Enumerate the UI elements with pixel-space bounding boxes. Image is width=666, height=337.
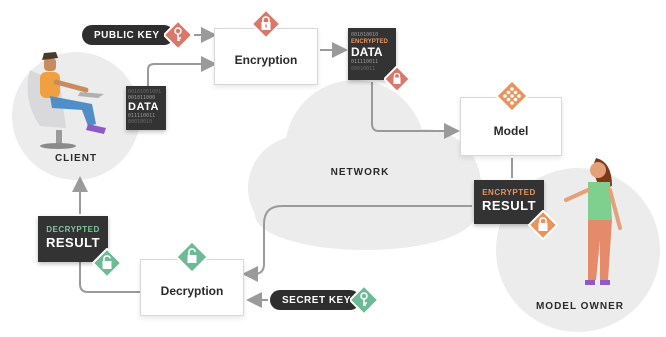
data-bits-4: 00010010 xyxy=(128,119,153,125)
dec-result-tag: DECRYPTED xyxy=(46,225,100,234)
enc-data-tag: ENCRYPTED xyxy=(351,39,388,45)
enc-data-bits-2: 00010011 xyxy=(351,66,376,72)
encrypted-result-card: ENCRYPTED RESULT xyxy=(474,180,544,224)
arrow-decryption-client xyxy=(80,180,140,293)
network-label: NETWORK xyxy=(330,167,390,178)
arrow-result-decryption xyxy=(242,205,472,282)
client-data-card: 00101001001 001011000 DATA 011110011 000… xyxy=(126,86,166,130)
enc-data-bits-top: 001010010 xyxy=(351,32,379,38)
client-person-illustration xyxy=(27,52,106,149)
model-owner-illustration xyxy=(564,158,622,285)
data-label: DATA xyxy=(128,101,159,113)
secret-key-pill: SECRET KEY xyxy=(270,290,360,310)
enc-result-label: RESULT xyxy=(481,198,537,213)
key-icon xyxy=(350,286,378,314)
public-key-pill: PUBLIC KEY xyxy=(82,25,174,45)
data-bits-2: 001011000 xyxy=(128,95,156,101)
encrypted-data-card: 001010010 ENCRYPTED DATA 011110011 00010… xyxy=(348,28,396,80)
grid-diamond-icon xyxy=(495,79,529,113)
model-label: Model xyxy=(493,123,529,138)
arrow-data-encryption xyxy=(147,56,217,88)
secret-key-label: SECRET KEY xyxy=(282,294,351,306)
decryption-label: Decryption xyxy=(160,283,224,298)
client-label: CLIENT xyxy=(54,153,98,164)
arrow-encrypteddata-model xyxy=(371,82,460,139)
key-icon xyxy=(164,21,192,49)
dec-result-label: RESULT xyxy=(45,235,101,250)
unlock-icon xyxy=(175,240,209,274)
model-owner-label: MODEL OWNER xyxy=(535,301,625,312)
public-key-label: PUBLIC KEY xyxy=(94,29,160,41)
enc-result-tag: ENCRYPTED xyxy=(482,188,536,197)
enc-data-label: DATA xyxy=(351,45,383,59)
data-bits-1: 00101001001 xyxy=(128,89,162,95)
enc-data-bits-1: 011110011 xyxy=(351,59,379,65)
decrypted-result-card: DECRYPTED RESULT xyxy=(38,216,108,262)
unlock-icon xyxy=(92,248,122,278)
lock-icon xyxy=(528,210,558,240)
network-cloud xyxy=(248,80,481,250)
lock-icon xyxy=(251,9,281,39)
data-bits-3: 011110011 xyxy=(128,113,156,119)
model-box: Model xyxy=(460,97,562,156)
lock-icon xyxy=(384,66,410,92)
encryption-label: Encryption xyxy=(234,52,298,67)
